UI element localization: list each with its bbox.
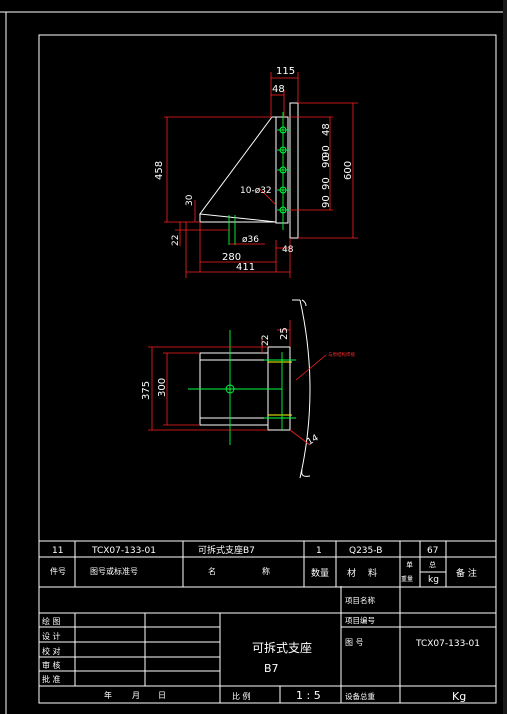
dim-90-4: 90 — [321, 195, 332, 208]
dim-280: 280 — [222, 252, 241, 263]
sign-review: 审 核 — [42, 660, 61, 670]
back-plate — [289, 102, 299, 239]
existing-structure-curve — [299, 299, 311, 479]
bolt-holes — [228, 112, 289, 245]
scale-label: 比 例 — [232, 691, 251, 701]
dim-48-bottom: 48 — [282, 245, 294, 255]
dim-25: 25 — [279, 327, 290, 340]
total-weight-label: 设备总重 — [345, 691, 375, 701]
dim-30: 30 — [185, 194, 195, 206]
header-remark: 备 注 — [456, 567, 477, 579]
header-mat-b: 料 — [368, 567, 377, 579]
dim-375: 375 — [141, 381, 152, 400]
dimension-lines-plan — [148, 320, 327, 446]
part-name-value: 可拆式支座B7 — [198, 544, 255, 556]
date-day: 日 — [158, 691, 166, 700]
dim-90-1: 90 — [321, 145, 332, 158]
header-qty: 数量 — [311, 567, 329, 579]
project-name-label: 项目名称 — [345, 595, 375, 605]
drawing-no-value: TCX07-133-01 — [91, 546, 156, 556]
flange-top — [199, 352, 269, 361]
dim-300: 300 — [157, 378, 168, 397]
weight-value: 67 — [427, 546, 438, 556]
dim-115: 115 — [276, 66, 295, 77]
dim-411: 411 — [236, 262, 255, 273]
drawing-border — [38, 34, 497, 704]
break-mark-top — [292, 299, 307, 307]
dim-90-2: 90 — [321, 155, 332, 168]
drawing-title: 可拆式支座 — [252, 640, 312, 655]
header-name-b: 称 — [262, 566, 270, 576]
dim-458: 458 — [154, 161, 165, 180]
base-plate-plan — [267, 346, 291, 431]
header-part-no: 件号 — [50, 566, 66, 576]
header-mat-a: 材 — [347, 567, 356, 579]
header-weight-unit: kg — [428, 575, 439, 585]
sign-draw: 绘 图 — [42, 616, 61, 626]
hole-spec: 10-ø32 — [240, 186, 272, 196]
dim-dia36: ø36 — [242, 235, 259, 245]
dim-90-3: 90 — [321, 177, 332, 190]
header-std-no: 图号或标准号 — [90, 566, 138, 576]
dim-22-plan: 22 — [261, 335, 271, 346]
total-weight-unit: Kg — [452, 690, 466, 703]
flange-bottom — [199, 417, 269, 426]
part-no-value: 11 — [52, 546, 63, 556]
header-unit: 单 — [406, 560, 413, 569]
sign-approve: 批 准 — [42, 674, 61, 684]
header-total: 总 — [429, 560, 436, 569]
dim-600: 600 — [343, 161, 354, 180]
material-value: Q235-B — [349, 546, 382, 556]
scale-value: 1 : 5 — [296, 689, 321, 702]
sign-design: 设 计 — [42, 631, 61, 641]
plan-view: 375 300 22 25 14 与原结构焊接 — [141, 299, 355, 479]
weld-note: 与原结构焊接 — [328, 351, 355, 358]
date-year: 年 — [104, 690, 112, 700]
title-block: 11 TCX07-133-01 可拆式支座B7 1 Q235-B 67 件号 图… — [39, 540, 496, 703]
drawing-subtitle: B7 — [264, 662, 279, 675]
break-mark-bottom — [301, 469, 311, 477]
sign-check: 校 对 — [42, 646, 61, 656]
dimension-lines-side — [164, 72, 358, 278]
centerlines-plan — [188, 330, 296, 445]
drawing-no-label: 图 号 — [345, 638, 364, 647]
header-name-a: 名 — [208, 566, 216, 576]
qty-value: 1 — [316, 546, 322, 556]
project-no-label: 项目编号 — [345, 615, 375, 625]
dim-48-top: 48 — [272, 84, 285, 95]
header-weight: 重量 — [401, 575, 413, 583]
side-view: 115 48 458 600 48 90 90 90 90 30 22 10-ø… — [154, 66, 358, 278]
date-month: 月 — [132, 691, 140, 700]
dim-48-right: 48 — [321, 123, 332, 136]
drawing-no-footer: TCX07-133-01 — [415, 639, 480, 649]
dim-22: 22 — [171, 235, 181, 246]
vertical-scrollbar[interactable] — [503, 0, 507, 714]
gusset-plate — [199, 116, 277, 223]
